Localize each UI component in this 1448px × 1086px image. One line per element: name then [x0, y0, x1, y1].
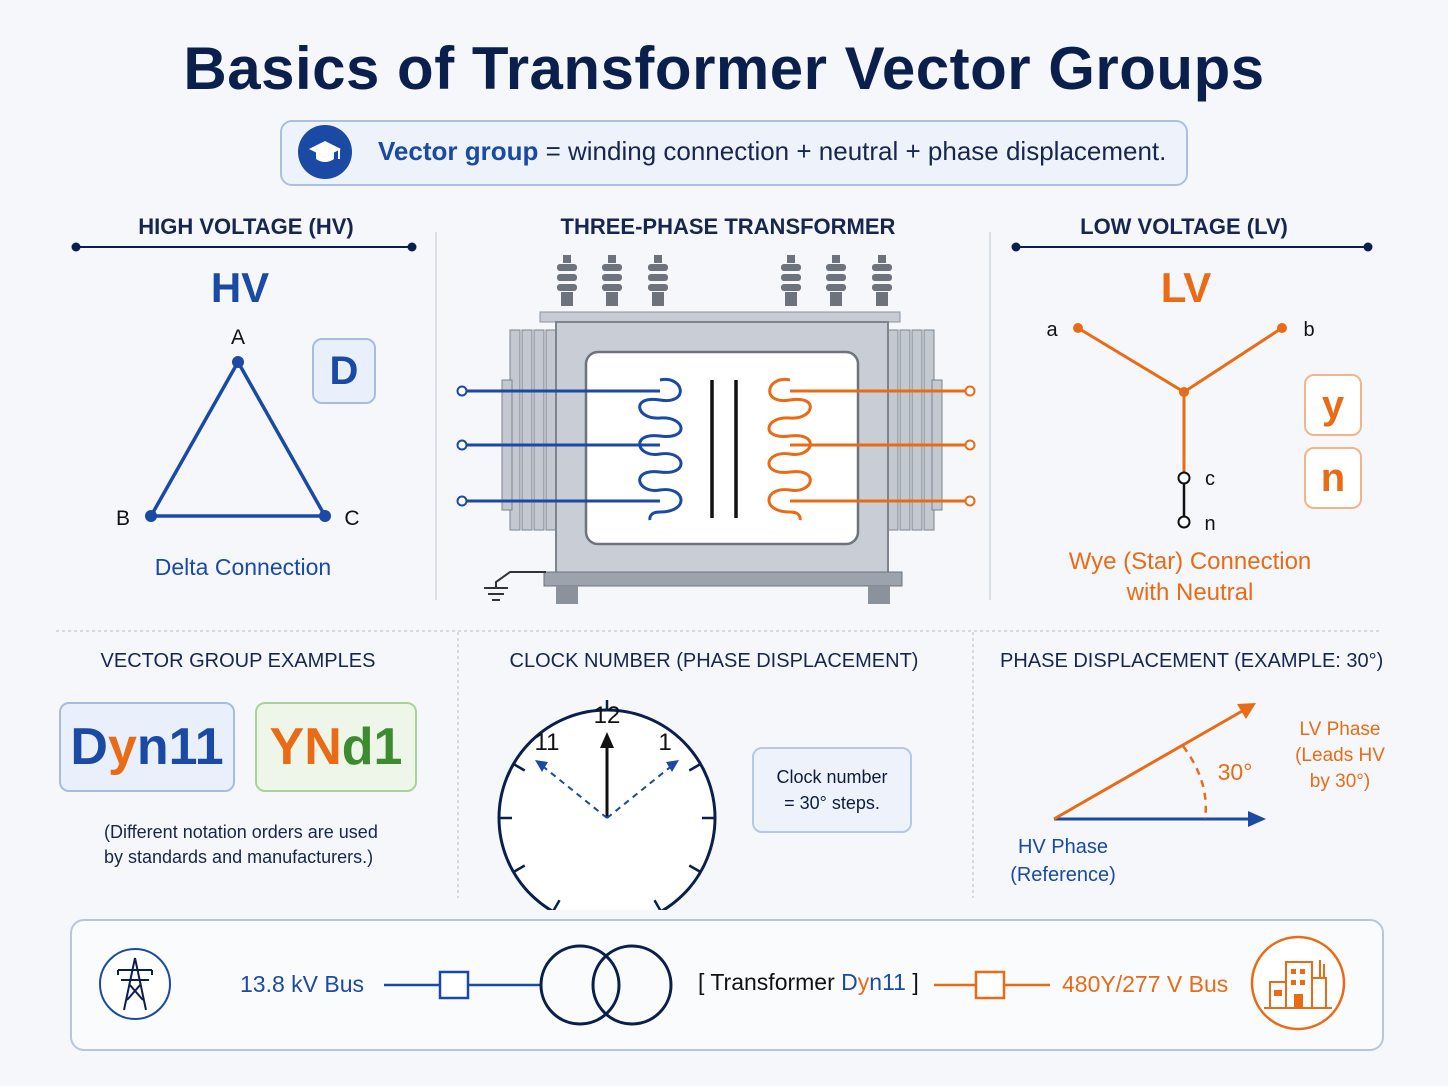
example-dyn11-y: y — [107, 718, 137, 776]
clock-note: Clock number = 30° steps. — [752, 747, 912, 833]
transformer-label: [ Transformer Dyn11 ] — [698, 969, 919, 996]
hv-caption: Delta Connection — [154, 554, 332, 580]
phase-vector-diagram: 30° — [1053, 703, 1266, 827]
clock-heading: CLOCK NUMBER (PHASE DISPLACEMENT) — [509, 650, 919, 672]
definition-banner — [280, 120, 1188, 186]
lv-phase-label: LV Phase (Leads HV by 30°) — [1280, 717, 1400, 795]
node-a-label: A — [231, 326, 245, 349]
example-dyn11-d: D — [70, 718, 108, 776]
node-a-lv-label: a — [1046, 319, 1058, 341]
clock-1-label: 1 — [658, 729, 671, 756]
clock-tick — [552, 899, 561, 910]
definition-term: Vector group — [378, 136, 539, 166]
graduation-cap-icon — [298, 125, 352, 179]
transformer-label-n11: n11 — [869, 969, 906, 995]
clock-ticks — [499, 700, 715, 910]
clock-tick — [512, 762, 526, 772]
transformer-label-d: D — [841, 969, 858, 995]
clock-12-label: 12 — [594, 702, 621, 729]
clock-11-label: 11 — [535, 729, 560, 756]
lv-caption-line1: Wye (Star) Connection — [1068, 548, 1312, 575]
node-c-lv-label: c — [1205, 468, 1215, 490]
lv-symbol-y-badge: y — [1304, 374, 1362, 436]
factory-building-icon — [1250, 935, 1346, 1031]
delta-diagram: A B C — [116, 326, 360, 530]
hv-phase-line2: (Reference) — [1010, 864, 1116, 886]
bushings — [557, 255, 892, 306]
transformer-label-open: [ Transformer — [698, 969, 842, 995]
hv-phase-label: HV Phase (Reference) — [1000, 833, 1126, 889]
example-ynd1-d1: d1 — [341, 718, 403, 776]
clock-face: 12 11 1 — [497, 700, 717, 910]
node-c-dot — [319, 510, 331, 522]
lv-bus-label: 480Y/277 V Bus — [1062, 971, 1229, 997]
lv-heading: LOW VOLTAGE (LV) — [1080, 214, 1288, 239]
page-title: Basics of Transformer Vector Groups — [183, 35, 1265, 102]
examples-note: (Different notation orders are used by s… — [104, 820, 424, 870]
hv-heading: HIGH VOLTAGE (HV) — [138, 214, 354, 239]
clock-tick — [688, 864, 702, 874]
transformer-label-close: ] — [905, 969, 919, 995]
lv-phase-line3: by 30°) — [1309, 771, 1371, 792]
clock-tick — [688, 762, 702, 772]
lv-bus-line — [934, 970, 1050, 1000]
hv-heading-rule — [71, 242, 417, 252]
definition-rest: = winding connection + neutral + phase d… — [538, 136, 1167, 166]
hv-label: HV — [210, 264, 270, 311]
hv-bus-label: 13.8 kV Bus — [240, 971, 365, 997]
phase-angle-label: 30° — [1218, 759, 1253, 785]
clock-note-line1: Clock number — [776, 767, 888, 787]
lv-label: LV — [1160, 264, 1212, 311]
definition-text: Vector group = winding connection + neut… — [378, 136, 1166, 167]
phase-heading: PHASE DISPLACEMENT (EXAMPLE: 30°) — [1000, 650, 1384, 672]
lv-leads — [767, 377, 966, 521]
clock-tick — [512, 864, 526, 874]
node-b-dot — [145, 510, 157, 522]
transformer-illustration — [456, 255, 976, 604]
examples-heading: VECTOR GROUP EXAMPLES — [100, 650, 376, 672]
transformer-heading: THREE-PHASE TRANSFORMER — [560, 214, 896, 239]
lv-heading-rule — [1011, 242, 1373, 252]
node-b-lv-label: b — [1303, 319, 1314, 341]
lv-phase-line2: (Leads HV — [1295, 745, 1385, 766]
node-b-label: B — [116, 507, 130, 530]
lv-caption-line2: with Neutral — [1126, 579, 1254, 606]
node-c-label: C — [344, 507, 359, 530]
examples-note-line2: by standards and manufacturers.) — [104, 847, 374, 867]
node-a-dot — [232, 356, 244, 368]
lv-caption: Wye (Star) Connection with Neutral — [1040, 546, 1340, 608]
hv-symbol-badge: D — [312, 338, 376, 404]
example-dyn11-n11: n11 — [136, 718, 224, 776]
single-line-diagram — [384, 944, 673, 1026]
clock-tick — [653, 899, 662, 910]
hv-leads — [466, 377, 683, 521]
wye-diagram: a b c n — [1046, 319, 1314, 535]
lv-symbol-n-badge: n — [1304, 447, 1362, 509]
clock-note-line2: = 30° steps. — [784, 793, 880, 813]
transmission-tower-icon — [99, 948, 171, 1020]
single-line-panel — [70, 919, 1384, 1051]
example-ynd1-yn: YN — [269, 718, 342, 776]
hv-phase-line1: HV Phase — [1017, 836, 1109, 858]
node-n-lv-label: n — [1204, 513, 1215, 535]
transformer-label-y: y — [857, 969, 870, 995]
ground-icon — [484, 571, 546, 601]
lv-phase-line1: LV Phase — [1299, 719, 1381, 740]
examples-note-line1: (Different notation orders are used — [104, 822, 378, 842]
